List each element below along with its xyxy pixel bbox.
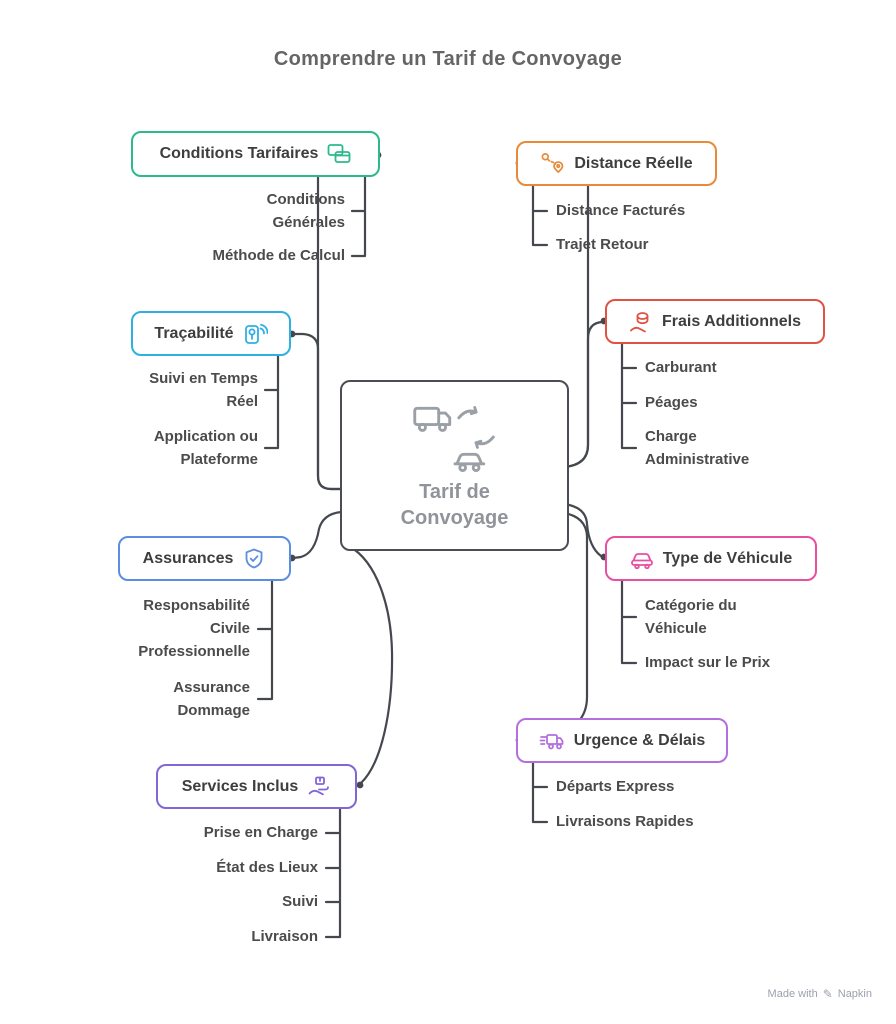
center-node-tarif-de-convoyage[interactable]: Tarif de Convoyage [340, 380, 569, 551]
gps-tracker-icon [243, 322, 268, 346]
made-with-napkin[interactable]: Made with ✎ Napkin [768, 987, 872, 1001]
branch-label: Type de Véhicule [662, 549, 793, 567]
branch-label: Services Inclus [181, 777, 299, 795]
child-carburant[interactable]: Carburant [645, 359, 717, 376]
made-with-text: Made with [767, 988, 818, 1000]
branch-frais-additionnels[interactable]: Frais Additionnels [605, 299, 825, 344]
pencil-icon: ✎ [822, 987, 833, 1001]
child-charge-administrative[interactable]: Charge Administrative [645, 428, 750, 468]
child-impact-sur-le-prix[interactable]: Impact sur le Prix [645, 654, 771, 671]
branch-type-de-vehicule[interactable]: Type de Véhicule [605, 536, 817, 581]
child-categorie-du-vehicule[interactable]: Catégorie du Véhicule [645, 597, 737, 637]
napkin-brand: Napkin [837, 988, 872, 1000]
diagram-title: Comprendre un Tarif de Convoyage [273, 48, 623, 70]
fast-truck-icon [539, 730, 565, 752]
branch-label: Urgence & Délais [573, 731, 706, 749]
child-livraisons-rapides[interactable]: Livraisons Rapides [556, 813, 694, 830]
payment-cards-icon [327, 142, 351, 166]
branch-urgence-delais[interactable]: Urgence & Délais [516, 718, 728, 763]
child-methode-de-calcul[interactable]: Méthode de Calcul [212, 247, 345, 264]
branch-label: Frais Additionnels [662, 312, 801, 330]
branch-label: Traçabilité [154, 324, 234, 342]
child-livraison[interactable]: Livraison [251, 928, 318, 945]
child-responsabilite-civile-professionnelle[interactable]: Responsabilité Civile Professionnelle [138, 597, 250, 660]
child-suivi-en-temps-reel[interactable]: Suivi en Temps Réel [149, 370, 258, 410]
branch-conditions-tarifaires[interactable]: Conditions Tarifaires [131, 131, 380, 177]
car-icon [630, 548, 654, 569]
child-trajet-retour[interactable]: Trajet Retour [556, 236, 649, 253]
child-application-ou-plateforme[interactable]: Application ou Plateforme [153, 428, 258, 468]
branch-label: Conditions Tarifaires [159, 145, 319, 162]
shield-check-icon [242, 547, 266, 571]
hand-service-icon [307, 775, 331, 799]
child-distance-facturees[interactable]: Distance Facturés [556, 202, 686, 219]
vehicle-transfer-icon [409, 400, 501, 474]
branch-distance-reelle[interactable]: Distance Réelle [516, 141, 717, 186]
child-suivi[interactable]: Suivi [282, 893, 318, 910]
center-node-label: Tarif de Convoyage [400, 481, 509, 529]
branch-services-inclus[interactable]: Services Inclus [156, 764, 357, 809]
branch-label: Assurances [142, 549, 234, 567]
child-departs-express[interactable]: Départs Express [556, 778, 675, 795]
child-assurance-dommage[interactable]: Assurance Dommage [173, 679, 250, 719]
child-prise-en-charge[interactable]: Prise en Charge [203, 824, 318, 841]
child-peages[interactable]: Péages [645, 394, 698, 411]
child-etat-des-lieux[interactable]: État des Lieux [216, 859, 318, 876]
child-conditions-generales[interactable]: Conditions Générales [266, 191, 345, 231]
branch-assurances[interactable]: Assurances [118, 536, 291, 581]
route-pins-icon [540, 151, 565, 176]
branch-tracabilite[interactable]: Traçabilité [131, 311, 291, 356]
branch-label: Distance Réelle [574, 154, 693, 172]
money-hand-icon [629, 310, 653, 334]
